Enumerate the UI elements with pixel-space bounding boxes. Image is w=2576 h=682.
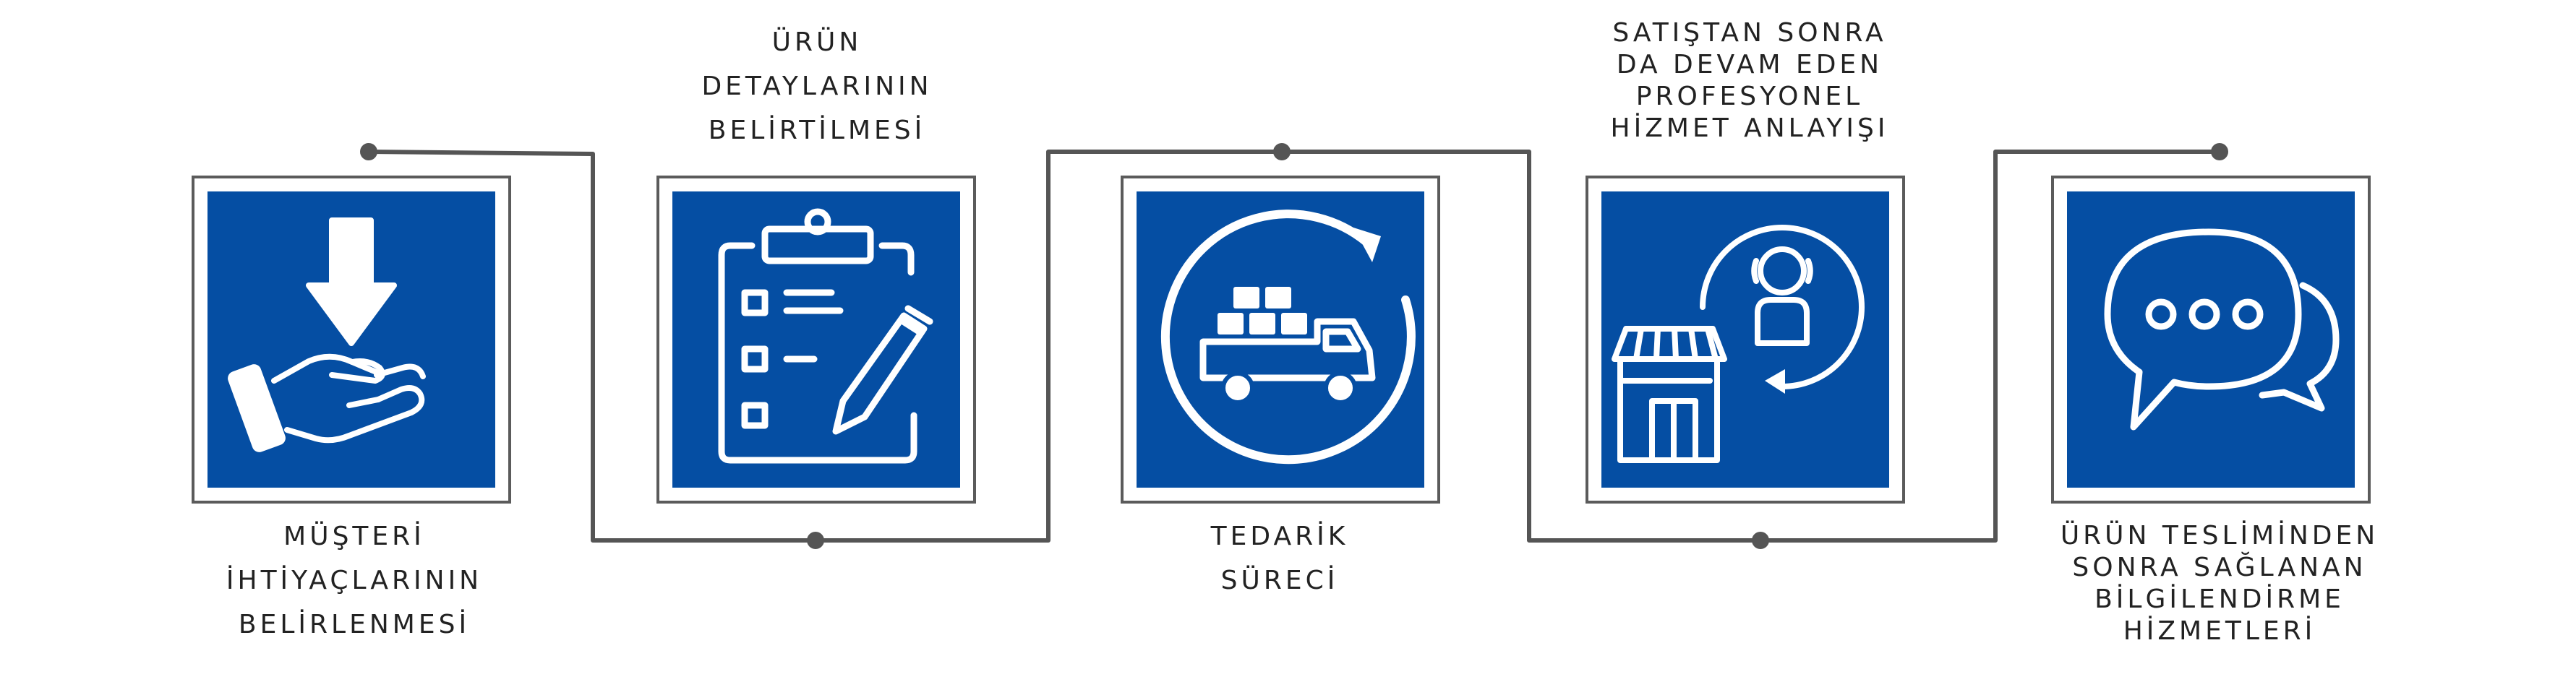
step-icon-panel-3 bbox=[1137, 191, 1424, 488]
connector-dot bbox=[2211, 143, 2228, 160]
store-support-agent-icon bbox=[1612, 225, 1865, 463]
delivery-truck-cycle-icon bbox=[1160, 210, 1416, 465]
hand-receiving-arrow-icon bbox=[228, 217, 426, 452]
step-icon-panel-4 bbox=[1601, 191, 1889, 488]
chat-bubbles-icon bbox=[2104, 228, 2340, 431]
connector-dot bbox=[1752, 532, 1769, 549]
connector-dot bbox=[360, 143, 377, 160]
connector-dot bbox=[1273, 143, 1291, 160]
step-icon-panel-5 bbox=[2067, 191, 2355, 488]
step-card-2 bbox=[656, 176, 976, 504]
step-label-3: TEDARİK SÜRECİ bbox=[1210, 522, 1349, 595]
step-card-5 bbox=[2051, 176, 2371, 504]
connector-dot bbox=[807, 532, 824, 549]
step-icon-panel-2 bbox=[672, 191, 960, 488]
step-card-3 bbox=[1121, 176, 1440, 504]
step-label-5: ÜRÜN TESLİMİNDEN SONRA SAĞLANAN BİLGİLEN… bbox=[2060, 521, 2379, 646]
step-label-4: SATIŞTAN SONRA DA DEVAM EDEN PROFESYONEL… bbox=[1610, 18, 1889, 143]
clipboard-checklist-icon bbox=[718, 208, 933, 464]
step-label-1: MÜŞTERİ İHTİYAÇLARININ BELİRLENMESİ bbox=[226, 522, 483, 639]
step-label-2: ÜRÜN DETAYLARININ BELİRTİLMESİ bbox=[701, 27, 933, 145]
step-card-1 bbox=[192, 176, 511, 504]
step-card-4 bbox=[1586, 176, 1905, 504]
step-icon-panel-1 bbox=[207, 191, 495, 488]
